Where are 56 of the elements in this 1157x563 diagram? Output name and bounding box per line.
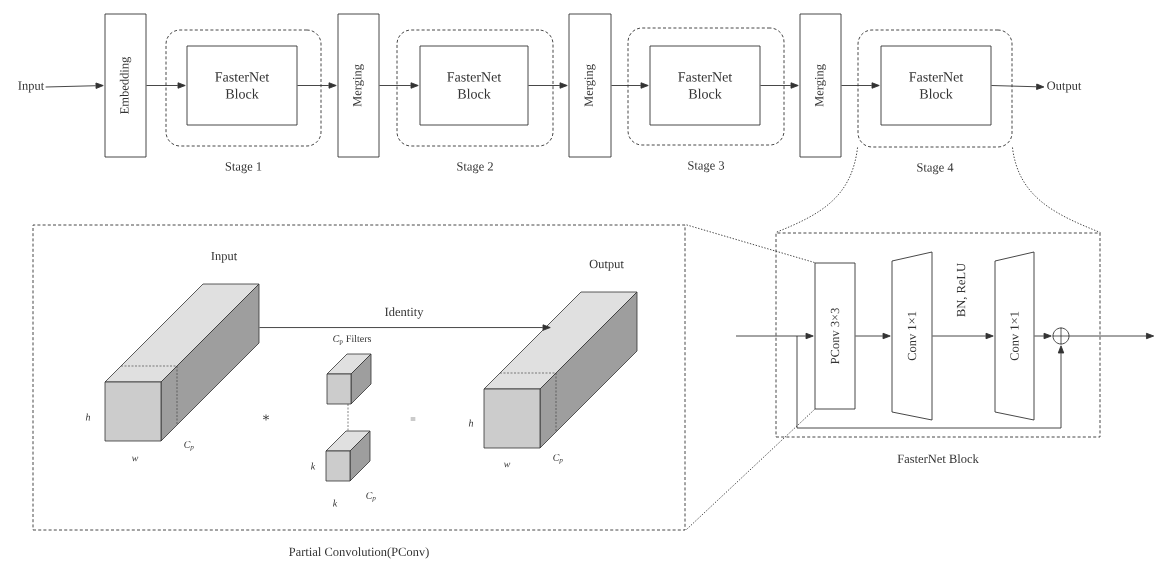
math-label: C$_{p}$ [366,492,376,502]
arrow [760,82,799,89]
node-label: Stage 4 [917,163,954,175]
arrow [841,82,880,89]
arrow [735,332,814,340]
math-label: C$_{p}$ Filters [333,335,372,345]
arrow [146,82,186,89]
math-label: k [333,499,338,507]
block-box: FasterNet Block [419,45,529,126]
arrow [528,82,568,89]
node-label: Stage 2 [457,162,493,174]
node-label: Input [211,251,238,263]
math-label: = [410,417,416,421]
node-label: Stage 3 [688,161,725,173]
arrow [45,82,104,89]
zoom-line [1012,147,1101,233]
input-label: Input [18,81,45,93]
output-label: Output [1047,81,1082,93]
layer-box: Merging [568,13,612,158]
math-label: h [85,413,91,421]
arrow [932,332,994,340]
math-label: h [468,419,474,427]
add-symbol [1052,327,1070,345]
math-label: w [131,456,139,462]
tensor-cube: Output [483,259,638,449]
layer-box: Embedding [104,13,147,158]
edge-label: Identity [383,306,425,320]
node-label: Output [589,259,624,271]
arrow [611,82,649,89]
arrow [855,332,891,340]
zoom-line [685,409,815,531]
layer-box: Merging [337,13,380,158]
zoom-line [775,147,858,233]
conv-trapezoid: Conv 1×1 [994,251,1035,421]
arrow [1069,332,1155,340]
arrow [297,82,337,89]
arrow [259,324,551,331]
arrow [379,82,419,89]
node-label: Partial Convolution(PConv) [289,547,429,559]
math-label: C$_{p}$ [184,441,194,451]
block-box: FasterNet Block [649,45,761,126]
block-box: FasterNet Block [186,45,298,126]
math-label: k [311,462,316,470]
math-label: w [503,462,511,468]
arrow [796,335,1065,429]
block-box: FasterNet Block [880,45,992,126]
layer-box: Merging [799,13,842,158]
pconv-box: PConv 3×3 [814,262,856,410]
edge-label: BN, ReLU [955,261,969,319]
tensor-cube: Input [104,251,260,442]
zoom-line [685,224,815,263]
arrow [991,83,1045,90]
conv-trapezoid: Conv 1×1 [891,251,933,421]
node-label: Stage 1 [225,162,262,174]
arrow [1034,332,1052,340]
node-label: FasterNet Block [897,454,979,464]
